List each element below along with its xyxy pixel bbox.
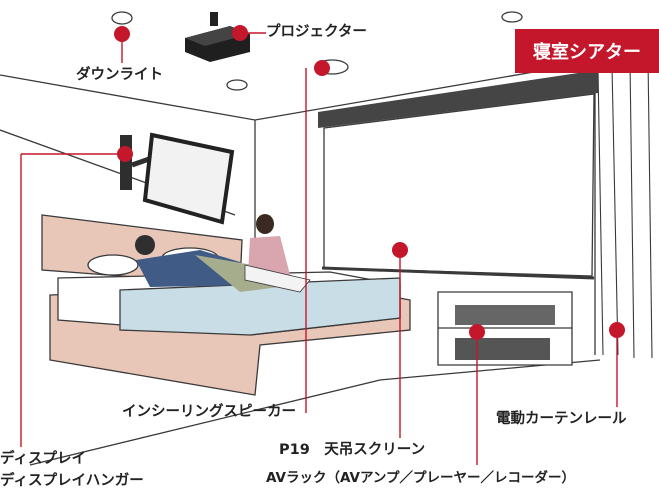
- marker-av-rack: [469, 324, 485, 340]
- label-display-hanger: ディスプレイハンガー: [0, 473, 144, 489]
- title-badge: 寝室シアター: [515, 29, 659, 73]
- marker-dots: [114, 25, 625, 340]
- people-icon: [135, 214, 311, 293]
- label-projector: プロジェクター: [266, 24, 367, 40]
- leader-lines: [20, 32, 618, 465]
- marker-display: [117, 146, 133, 162]
- marker-ceiling-speaker: [314, 60, 330, 76]
- label-screen: P19 天吊スクリーン: [279, 442, 426, 458]
- screen-icon: [318, 70, 598, 280]
- downlight-1: [111, 11, 133, 25]
- label-downlight: ダウンライト: [76, 67, 163, 83]
- marker-downlight: [114, 26, 130, 42]
- marker-projector: [232, 25, 248, 41]
- downlight-2: [226, 79, 248, 91]
- label-av-rack: AVラック（AVアンプ／プレーヤー／レコーダー）: [266, 470, 576, 486]
- av-rack-icon: [437, 291, 573, 366]
- curtain-icon: [597, 57, 653, 359]
- marker-curtain-rail: [609, 322, 625, 338]
- label-ceiling-speaker: インシーリングスピーカー: [122, 404, 296, 420]
- room-walls: [0, 63, 601, 466]
- label-curtain-rail: 電動カーテンレール: [496, 411, 627, 427]
- label-display: ディスプレイ: [0, 451, 86, 467]
- marker-screen: [392, 242, 408, 258]
- wall-display-icon: [120, 132, 235, 225]
- downlight-3: [501, 11, 523, 23]
